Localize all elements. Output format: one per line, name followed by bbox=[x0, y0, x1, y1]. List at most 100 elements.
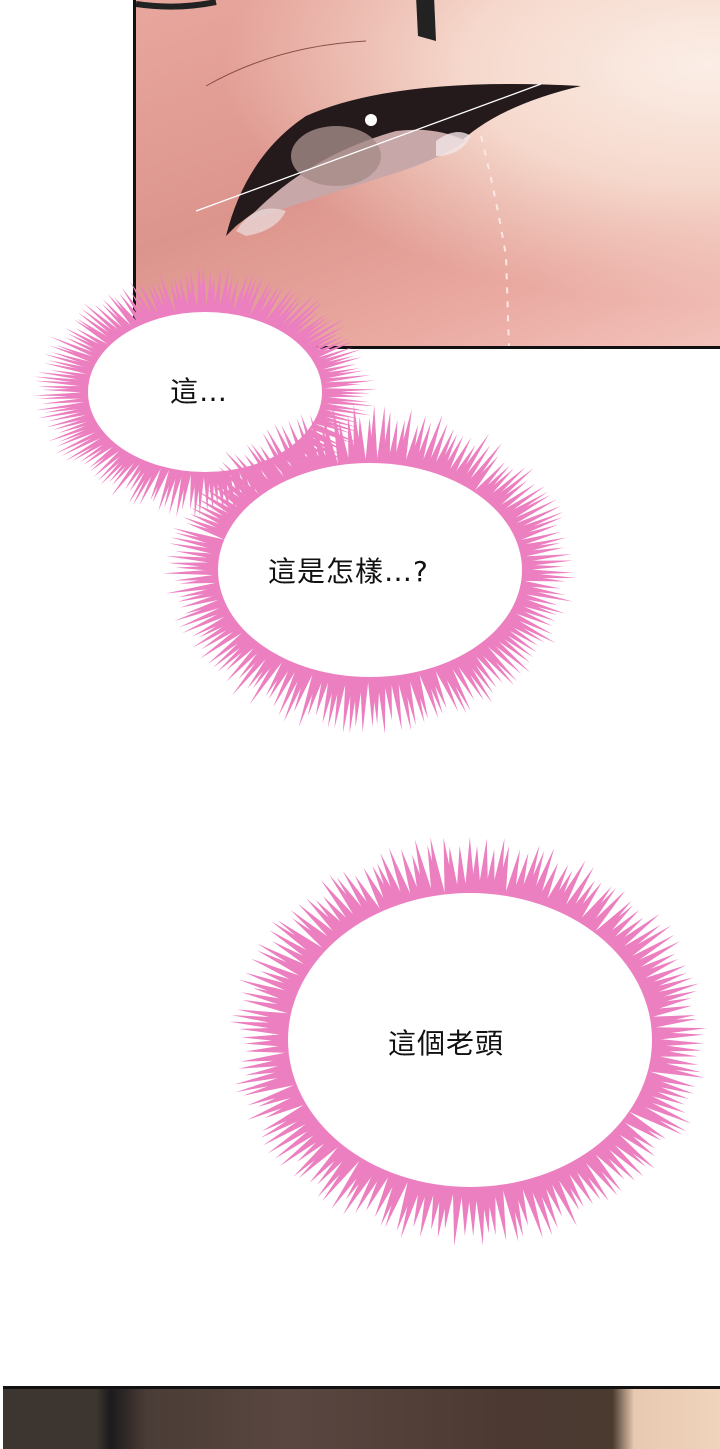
burst-spike bbox=[521, 850, 545, 904]
burst-spike bbox=[203, 469, 211, 511]
burst-spike bbox=[494, 622, 537, 653]
burst-spike bbox=[483, 849, 495, 897]
burst-spike bbox=[165, 581, 223, 594]
burst-spike bbox=[470, 845, 481, 896]
burst-spike bbox=[424, 423, 448, 475]
burst-spike bbox=[400, 848, 423, 903]
burst-spike bbox=[275, 294, 315, 334]
burst-spike bbox=[497, 619, 539, 646]
burst-spike bbox=[273, 659, 301, 708]
burst-spike bbox=[505, 609, 553, 635]
burst-spike bbox=[322, 1151, 364, 1202]
burst-spike bbox=[354, 875, 384, 918]
burst-spike bbox=[179, 276, 191, 316]
burst-spike bbox=[83, 439, 119, 465]
burst-spike bbox=[342, 673, 355, 733]
burst-spike bbox=[376, 405, 386, 466]
burst-spike bbox=[317, 1148, 360, 1198]
burst-spike bbox=[244, 972, 303, 997]
burst-spike bbox=[260, 970, 305, 992]
burst-spike bbox=[368, 404, 378, 466]
burst-spike bbox=[35, 400, 92, 411]
burst-spike bbox=[224, 450, 268, 498]
burst-spike bbox=[237, 276, 258, 319]
burst-spike bbox=[65, 337, 106, 358]
speech-text-3: 這個老頭 bbox=[388, 1027, 505, 1060]
burst-spike bbox=[413, 1179, 431, 1228]
burst-spike bbox=[486, 468, 534, 509]
burst-spike bbox=[221, 461, 263, 502]
next-panel-strip bbox=[3, 1386, 720, 1449]
burst-spike bbox=[432, 662, 459, 712]
burst-spike bbox=[150, 464, 169, 501]
burst-spike bbox=[466, 455, 499, 494]
burst-spike bbox=[478, 468, 514, 503]
burst-spike bbox=[93, 446, 129, 477]
burst-spike bbox=[247, 280, 271, 322]
burst-spike bbox=[519, 564, 564, 571]
burst-spike bbox=[162, 568, 221, 576]
burst-spike bbox=[307, 668, 327, 717]
burst-spike bbox=[169, 543, 223, 556]
burst-spike bbox=[231, 646, 274, 696]
burst-spike bbox=[396, 1176, 420, 1232]
burst-spike bbox=[488, 629, 530, 663]
burst-spike bbox=[518, 1176, 543, 1239]
burst-spike bbox=[417, 667, 439, 719]
burst-spike bbox=[132, 461, 160, 506]
burst-spike bbox=[191, 507, 235, 531]
burst-spike bbox=[81, 308, 123, 341]
burst-spike bbox=[534, 862, 559, 909]
burst-spike bbox=[179, 592, 226, 608]
burst-spike bbox=[360, 674, 370, 733]
burst-spike bbox=[238, 979, 300, 1002]
burst-spike bbox=[519, 568, 574, 575]
burst-spike bbox=[218, 466, 260, 505]
burst-spike bbox=[452, 433, 490, 487]
burst-spike bbox=[178, 603, 232, 628]
burst-spike bbox=[317, 404, 372, 416]
burst-spike bbox=[322, 896, 357, 934]
burst-spike bbox=[189, 513, 233, 535]
burst-spike bbox=[208, 275, 216, 315]
burst-spike bbox=[37, 386, 91, 391]
burst-spike bbox=[186, 522, 229, 541]
burst-spike bbox=[628, 1100, 687, 1132]
burst-spike bbox=[459, 650, 494, 694]
burst-spike bbox=[512, 597, 557, 616]
burst-spike bbox=[484, 632, 531, 673]
burst-spike bbox=[278, 662, 307, 716]
burst-spike bbox=[114, 297, 143, 330]
burst-spike bbox=[407, 415, 426, 471]
burst-spike bbox=[567, 1156, 601, 1200]
burst-spike bbox=[317, 370, 364, 381]
burst-spike bbox=[491, 626, 534, 658]
burst-spike bbox=[443, 437, 472, 482]
burst-1 bbox=[32, 265, 378, 519]
burst-spike bbox=[241, 276, 264, 320]
burst-spike bbox=[494, 845, 510, 898]
burst-spike bbox=[389, 673, 402, 731]
burst-spike bbox=[585, 890, 626, 935]
burst-spike bbox=[192, 611, 237, 637]
burst-spike bbox=[48, 420, 101, 442]
burst-spike bbox=[475, 465, 510, 501]
burst-spike bbox=[207, 629, 252, 665]
burst-spike bbox=[639, 1079, 689, 1100]
burst-spike bbox=[245, 1044, 291, 1054]
burst-spike bbox=[635, 1089, 686, 1114]
burst-spike bbox=[122, 287, 151, 326]
burst-spike bbox=[158, 466, 177, 512]
burst-spike bbox=[336, 877, 372, 924]
burst-spike bbox=[90, 444, 125, 472]
burst-spike bbox=[319, 392, 366, 398]
burst-spike bbox=[73, 319, 116, 347]
burst-spike bbox=[44, 363, 95, 376]
burst-spike bbox=[625, 941, 681, 974]
burst-spike bbox=[519, 571, 577, 579]
burst-spike bbox=[83, 303, 126, 339]
burst-spike bbox=[175, 551, 222, 561]
burst-spike bbox=[318, 374, 371, 384]
burst-spike bbox=[418, 414, 443, 473]
burst-spike bbox=[367, 674, 377, 727]
